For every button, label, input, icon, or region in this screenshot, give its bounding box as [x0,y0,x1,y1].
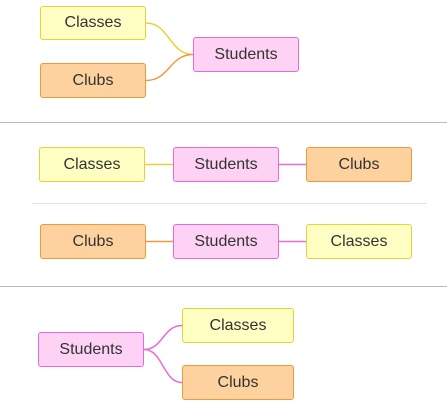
section-divider-minor [32,203,427,204]
edge-d1-clubs-d1-students [145,53,194,82]
edge-d1-classes-d1-students [145,22,194,56]
node-clubs: Clubs [40,63,146,98]
node-classes: Classes [306,224,412,259]
section-divider-major [0,122,447,123]
node-students: Students [38,332,144,367]
node-classes: Classes [39,147,145,182]
node-students: Students [193,37,299,72]
edge-d4-students-d4-clubs [143,348,183,384]
node-classes: Classes [40,6,146,40]
node-students: Students [173,147,279,182]
node-clubs: Clubs [40,224,146,259]
node-classes: Classes [182,308,294,343]
section-divider-major [0,286,447,287]
node-clubs: Clubs [182,365,294,400]
node-students: Students [173,224,279,259]
edge-d4-students-d4-classes [143,324,183,351]
node-clubs: Clubs [306,147,412,182]
